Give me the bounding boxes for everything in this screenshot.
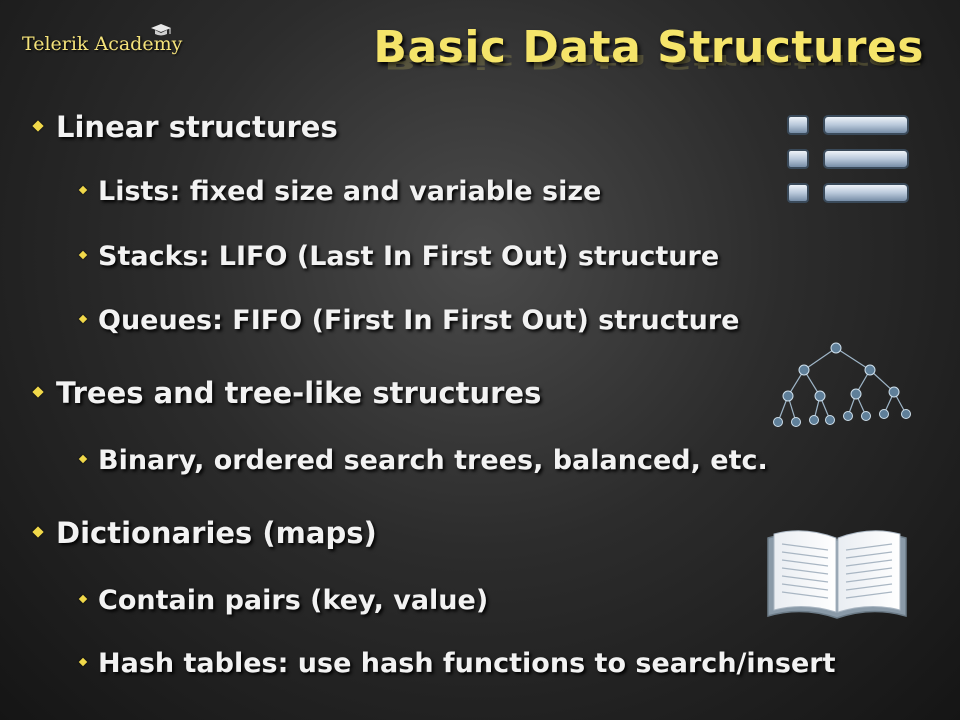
- book-icon: [767, 530, 907, 619]
- bullet-text: Binary, ordered search trees, balanced, …: [98, 445, 768, 476]
- diamond-bullet-icon: [78, 454, 88, 463]
- bullet-text: Trees and tree-like structures: [56, 376, 542, 410]
- bullet-text: Contain pairs (key, value): [98, 585, 489, 616]
- slide-title-reflection: Basic Data Structures: [383, 50, 924, 73]
- bullet-text: Stacks: LIFO (Last In First Out) structu…: [98, 241, 720, 272]
- bullet-text: Hash tables: use hash functions to searc…: [98, 648, 836, 679]
- bullet-text: Lists: fixed size and variable size: [98, 176, 602, 207]
- sub-bullet-binary-trees: Binary, ordered search trees, balanced, …: [78, 445, 768, 476]
- diamond-bullet-icon: [32, 526, 44, 538]
- list-icon: [787, 115, 909, 203]
- sub-bullet-hash-tables: Hash tables: use hash functions to searc…: [78, 648, 836, 679]
- slide-title: Basic Data Structures: [373, 22, 924, 73]
- bullet-text: Dictionaries (maps): [56, 516, 377, 550]
- bullet-linear-structures: Linear structures: [32, 110, 338, 144]
- sub-bullet-stacks: Stacks: LIFO (Last In First Out) structu…: [78, 241, 720, 272]
- tree-icon: [773, 342, 911, 427]
- sub-bullet-queues: Queues: FIFO (First In First Out) struct…: [78, 305, 740, 336]
- sub-bullet-pairs: Contain pairs (key, value): [78, 585, 489, 616]
- diamond-bullet-icon: [78, 314, 88, 323]
- diamond-bullet-icon: [78, 594, 88, 603]
- bullet-text: Linear structures: [56, 110, 338, 144]
- diamond-bullet-icon: [32, 120, 44, 132]
- sub-bullet-lists: Lists: fixed size and variable size: [78, 176, 602, 207]
- diamond-bullet-icon: [78, 185, 88, 194]
- bullet-trees: Trees and tree-like structures: [32, 376, 542, 410]
- diamond-bullet-icon: [78, 657, 88, 666]
- graduation-cap-icon: [151, 24, 171, 36]
- diamond-bullet-icon: [78, 250, 88, 259]
- bullet-text: Queues: FIFO (First In First Out) struct…: [98, 305, 740, 336]
- diamond-bullet-icon: [32, 386, 44, 398]
- telerik-academy-logo: Telerik Academy: [22, 33, 183, 55]
- bullet-dictionaries: Dictionaries (maps): [32, 516, 377, 550]
